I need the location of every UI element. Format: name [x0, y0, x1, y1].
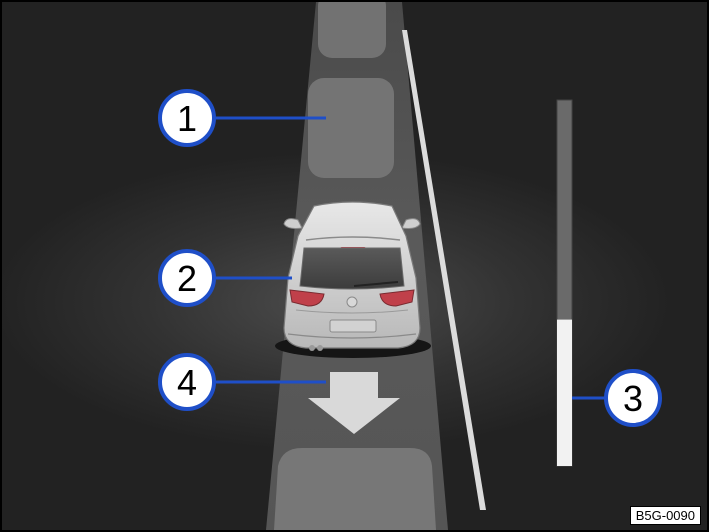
callout-4: 4 — [158, 353, 216, 411]
callout-2-number: 2 — [177, 258, 197, 299]
vehicle-ahead — [275, 201, 431, 358]
callout-3-number: 3 — [623, 378, 643, 419]
callout-3: 3 — [604, 369, 662, 427]
callout-1: 1 — [158, 89, 216, 147]
distance-scale-bar — [556, 99, 573, 467]
image-code-label: B5G-0090 — [629, 506, 701, 525]
previous-distance-warning-zone — [308, 78, 394, 178]
lane-marking — [402, 30, 486, 510]
lane-zone-bottom — [274, 448, 436, 530]
callout-4-number: 4 — [177, 362, 197, 403]
callout-1-number: 1 — [177, 98, 197, 139]
distance-scale-fill — [557, 319, 572, 466]
distance-zone-arrow — [308, 372, 400, 434]
callout-2: 2 — [158, 249, 216, 307]
lane-zone-top — [318, 2, 386, 58]
